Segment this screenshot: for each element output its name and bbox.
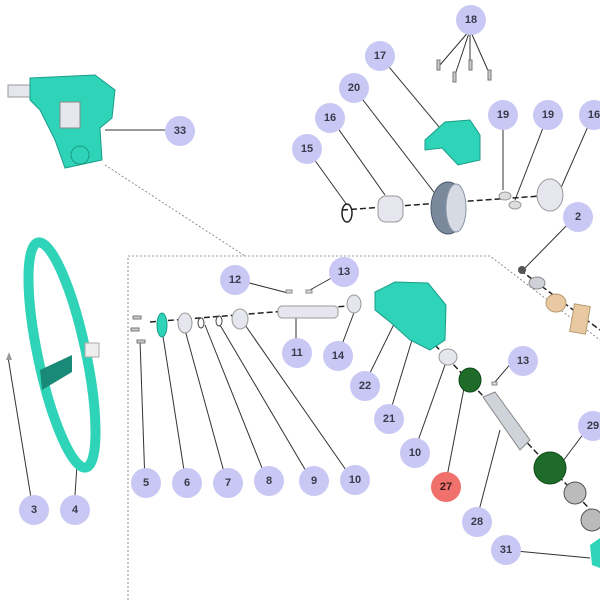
callout-16-left[interactable]: 16: [315, 103, 345, 133]
callout-14[interactable]: 14: [323, 341, 353, 371]
bearing-7-image: [177, 312, 193, 334]
callout-28[interactable]: 28: [462, 507, 492, 537]
retaining-ring-image: [341, 203, 353, 223]
gear-operator-assembly-image: [7, 74, 116, 169]
callout-5[interactable]: 5: [131, 468, 161, 498]
callout-19-left[interactable]: 19: [488, 100, 518, 130]
pins-image: [285, 289, 498, 386]
callout-17[interactable]: 17: [365, 41, 395, 71]
callout-12[interactable]: 12: [220, 265, 250, 295]
seal-29-image: [533, 451, 567, 485]
callout-16-right[interactable]: 16: [579, 100, 600, 130]
callout-4[interactable]: 4: [60, 495, 90, 525]
gear-cover-image: [424, 119, 481, 166]
callout-29[interactable]: 29: [578, 411, 600, 441]
callout-13-right[interactable]: 13: [508, 346, 538, 376]
callout-15[interactable]: 15: [292, 134, 322, 164]
bushing-10b-image: [438, 348, 458, 366]
callout-11[interactable]: 11: [282, 338, 312, 368]
handwheel-image: [23, 237, 101, 473]
bronze-washer-image: [545, 293, 567, 313]
callout-33[interactable]: 33: [165, 116, 195, 146]
bearing-right-image: [536, 178, 564, 212]
callout-22[interactable]: 22: [350, 371, 380, 401]
keys-image: [498, 191, 522, 210]
housing-image: [374, 281, 447, 351]
callout-31[interactable]: 31: [491, 535, 521, 565]
washer-9-image: [215, 315, 223, 327]
callout-6[interactable]: 6: [172, 468, 202, 498]
subassembly-outline: [127, 255, 600, 600]
input-shaft-image: [277, 305, 339, 319]
callout-10-right[interactable]: 10: [400, 438, 430, 468]
callout-18[interactable]: 18: [456, 5, 486, 35]
cover-screws-image: [436, 59, 492, 83]
callout-19-right[interactable]: 19: [533, 100, 563, 130]
bronze-plate-image: [569, 303, 591, 335]
washer-8-image: [197, 317, 205, 329]
screws-5-image: [130, 315, 146, 344]
callout-7[interactable]: 7: [213, 468, 243, 498]
spring-washer-2-image: [580, 508, 600, 532]
callout-27-highlighted[interactable]: 27: [431, 472, 461, 502]
callout-13-top[interactable]: 13: [329, 257, 359, 287]
callout-8[interactable]: 8: [254, 466, 284, 496]
end-cap-image: [590, 538, 600, 568]
worm-shaft-image: [482, 391, 531, 451]
bearing-left-image: [377, 195, 404, 223]
end-flange-image: [156, 312, 168, 338]
callout-2[interactable]: 2: [563, 202, 593, 232]
callout-9[interactable]: 9: [299, 466, 329, 496]
seal-27-image: [458, 367, 482, 393]
callout-3[interactable]: 3: [19, 495, 49, 525]
callout-21[interactable]: 21: [374, 404, 404, 434]
worm-wheel-image: [430, 181, 467, 235]
handwheel-pin-image: [6, 352, 12, 360]
callout-10-left[interactable]: 10: [340, 465, 370, 495]
screw-image: [518, 266, 526, 274]
assembly-link-line: [104, 164, 246, 257]
washer-image: [528, 276, 546, 290]
bushing-10-image: [231, 308, 249, 330]
spring-washer-image: [563, 481, 587, 505]
bushing-14-image: [346, 294, 362, 314]
callout-20[interactable]: 20: [339, 73, 369, 103]
